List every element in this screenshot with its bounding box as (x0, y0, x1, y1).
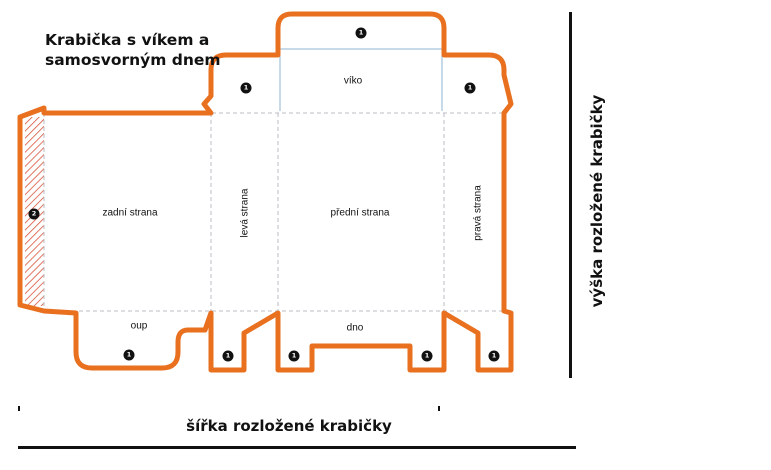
panel-label-left: levá strana (239, 188, 251, 238)
badge-1-bottom-right: 1 (421, 350, 433, 362)
height-dimension-bar (569, 12, 572, 378)
badge-1-left-dust-flap: 1 (240, 82, 252, 94)
panel-label-bottom: dno (346, 322, 364, 334)
badge-1-right-dust-flap: 1 (464, 82, 476, 94)
badge-1-left-lock-tab: 1 (222, 350, 234, 362)
panel-label-front: přední strana (330, 207, 390, 219)
badge-1-lid-top: 1 (355, 27, 367, 39)
badge-1-bottom-left: 1 (288, 350, 300, 362)
fold-lines (43, 112, 504, 312)
diagram-title-line-2: samosvorným dnem (45, 51, 221, 69)
panel-label-lid: víko (343, 75, 363, 87)
badge-2-glue-tab: 2 (28, 208, 40, 220)
width-tick-left (18, 406, 20, 411)
badge-1-bottom-flap: 1 (123, 349, 135, 361)
width-dimension-label: šířka rozložené krabičky (186, 417, 392, 435)
panel-label-bottom-flap: oup (130, 320, 148, 332)
panel-label-right: pravá strana (472, 185, 484, 241)
outer-cut-line (17, 11, 514, 373)
width-tick-right (438, 406, 440, 411)
height-dimension-label: výška rozložené krabičky (588, 94, 606, 308)
panel-label-back: zadní strana (102, 207, 158, 219)
diagram-title-line-1: Krabička s víkem a (45, 31, 210, 49)
width-dimension-bar (18, 446, 576, 449)
lid-fold-lines (279, 48, 443, 111)
badge-1-right-lock-tab: 1 (488, 350, 500, 362)
